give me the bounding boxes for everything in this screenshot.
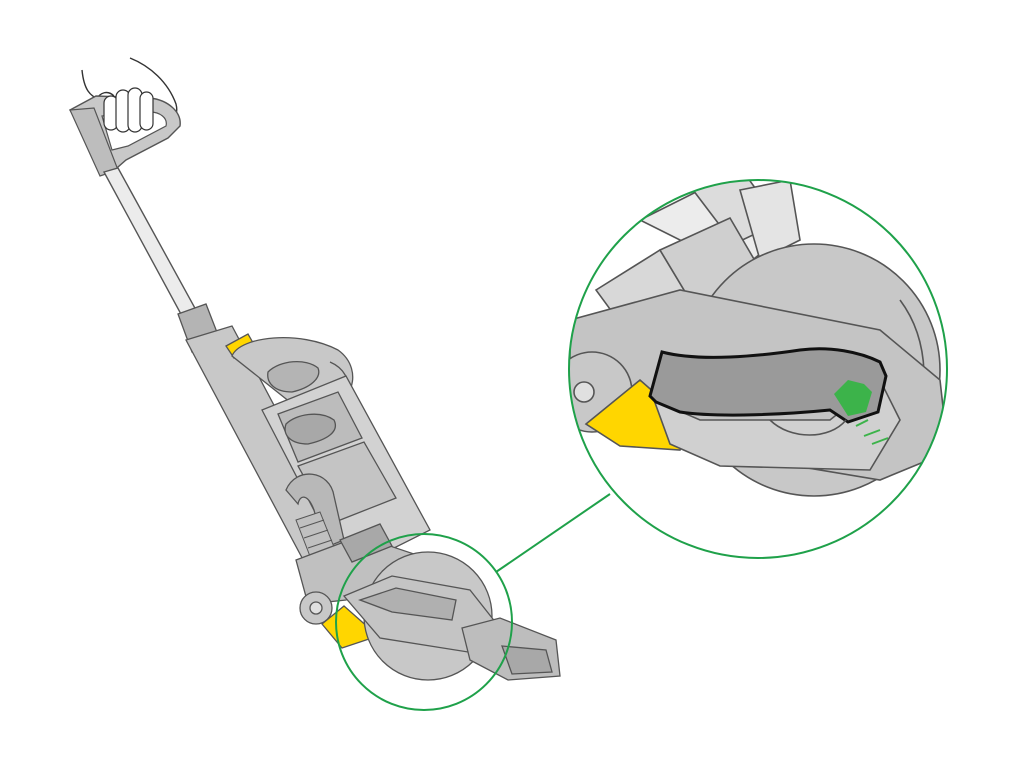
vacuum-handle	[69, 87, 181, 177]
vacuum-wand	[102, 167, 197, 317]
callout-connector-line	[495, 493, 611, 573]
drive-belt	[648, 347, 888, 424]
detail-callout	[335, 179, 948, 711]
callout-source-circle	[335, 533, 513, 711]
hand-fingers	[103, 87, 154, 133]
vacuum-body	[177, 303, 431, 605]
belt-release-indicator	[834, 380, 872, 416]
magnified-brush-bar-area	[569, 180, 947, 497]
